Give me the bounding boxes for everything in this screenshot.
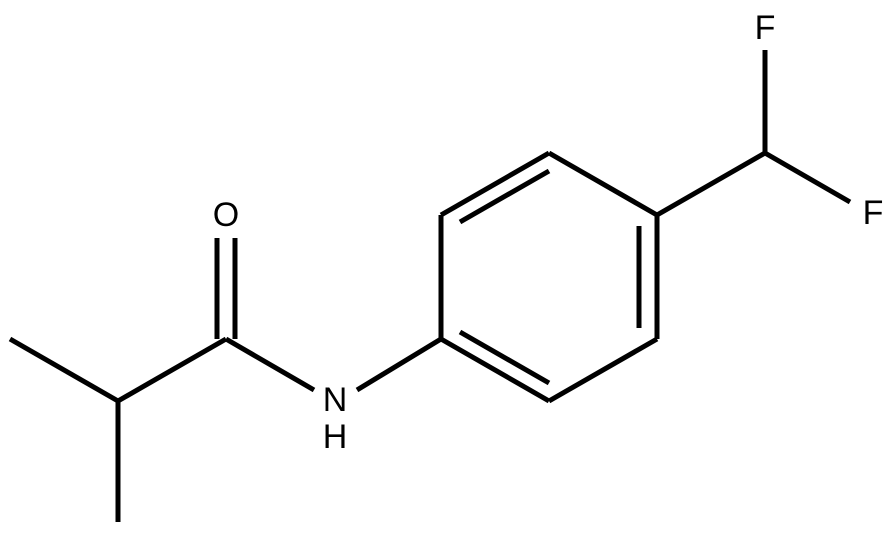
bond-ch-carbonyl xyxy=(116,336,228,404)
bond-nitrogen-ring xyxy=(355,336,443,393)
ring-inner-double-3 xyxy=(458,329,551,386)
bond-ring-cf2h xyxy=(655,150,767,218)
oxygen-label: O xyxy=(213,196,239,234)
fluorine-top-label: F xyxy=(755,9,776,47)
nitrogen-label: N xyxy=(323,381,348,419)
ring-inner-double-1 xyxy=(458,168,551,225)
bond-carbonyl-nitrogen xyxy=(224,336,316,393)
bond-methyl-upper xyxy=(8,336,120,404)
bond-cf2h-f-right xyxy=(763,150,852,205)
ring-bond-6 xyxy=(439,336,551,404)
ring-bond-3 xyxy=(547,150,659,218)
ring-bond-2 xyxy=(439,150,551,218)
hydrogen-label: H xyxy=(323,418,348,456)
ring-bond-5 xyxy=(547,336,659,404)
fluorine-right-label: F xyxy=(863,194,884,232)
